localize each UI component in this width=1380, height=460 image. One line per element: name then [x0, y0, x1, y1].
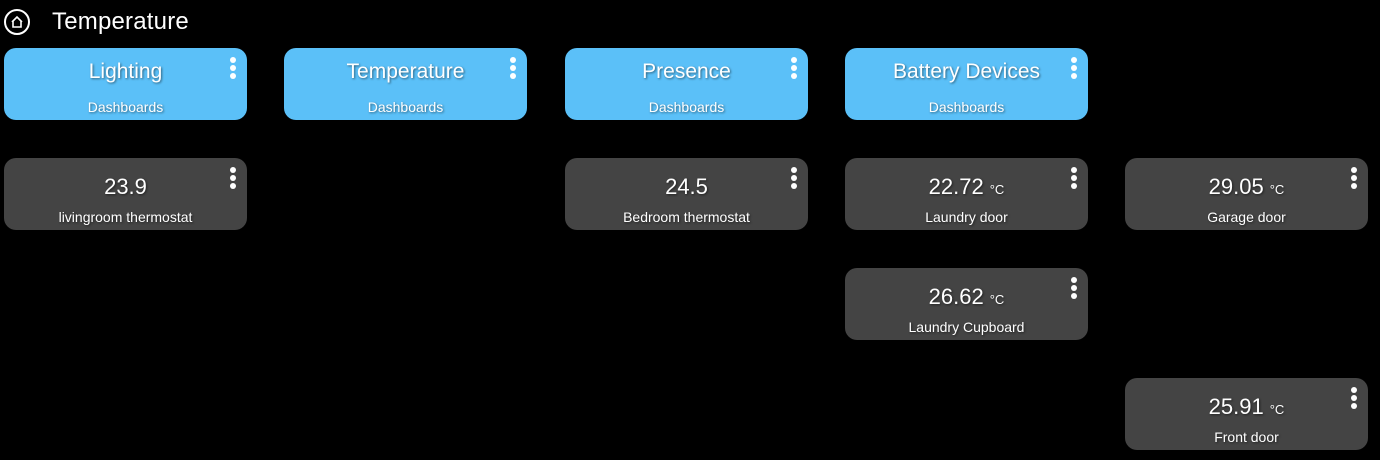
sensor-unit: °C: [989, 182, 1005, 197]
more-options-icon[interactable]: [1350, 166, 1358, 190]
sensor-card-bedroom[interactable]: 24.5 Bedroom thermostat: [565, 158, 808, 230]
sensor-value: 23.9: [104, 174, 147, 199]
card-title: Temperature: [346, 60, 465, 83]
more-options-icon[interactable]: [509, 56, 517, 80]
sensor-card-front-door[interactable]: 25.91 °C Front door: [1125, 378, 1368, 450]
more-options-icon[interactable]: [790, 166, 798, 190]
nav-card-presence[interactable]: Presence Dashboards: [565, 48, 808, 120]
sensor-name: Bedroom thermostat: [623, 209, 750, 225]
sensor-card-garage-door[interactable]: 29.05 °C Garage door: [1125, 158, 1368, 230]
sensor-value: 26.62: [928, 284, 984, 309]
nav-card-lighting[interactable]: Lighting Dashboards: [4, 48, 247, 120]
sensor-name: Garage door: [1207, 209, 1286, 225]
card-subtitle: Dashboards: [648, 99, 725, 115]
more-options-icon[interactable]: [790, 56, 798, 80]
sensor-name: Laundry Cupboard: [908, 319, 1025, 335]
card-subtitle: Dashboards: [367, 99, 444, 115]
sensor-unit: °C: [989, 292, 1005, 307]
sensor-card-laundry-cupboard[interactable]: 26.62 °C Laundry Cupboard: [845, 268, 1088, 340]
more-options-icon[interactable]: [1070, 56, 1078, 80]
header: Temperature: [4, 6, 189, 38]
more-options-icon[interactable]: [1070, 276, 1078, 300]
sensor-value: 25.91: [1208, 394, 1264, 419]
sensor-name: livingroom thermostat: [58, 209, 193, 225]
card-subtitle: Dashboards: [928, 99, 1005, 115]
sensor-name: Laundry door: [925, 209, 1008, 225]
more-options-icon[interactable]: [1350, 386, 1358, 410]
sensor-name: Front door: [1214, 429, 1279, 445]
card-title: Lighting: [88, 60, 163, 83]
card-title: Battery Devices: [892, 60, 1041, 83]
more-options-icon[interactable]: [229, 166, 237, 190]
card-title: Presence: [642, 60, 731, 83]
sensor-unit: °C: [1269, 402, 1285, 417]
nav-card-battery-devices[interactable]: Battery Devices Dashboards: [845, 48, 1088, 120]
more-options-icon[interactable]: [229, 56, 237, 80]
page-title: Temperature: [52, 8, 189, 35]
sensor-card-laundry-door[interactable]: 22.72 °C Laundry door: [845, 158, 1088, 230]
sensor-card-livingroom[interactable]: 23.9 livingroom thermostat: [4, 158, 247, 230]
card-subtitle: Dashboards: [87, 99, 164, 115]
sensor-value: 29.05: [1208, 174, 1264, 199]
sensor-value: 24.5: [665, 174, 708, 199]
home-icon[interactable]: [4, 9, 30, 35]
sensor-value: 22.72: [928, 174, 984, 199]
nav-card-temperature[interactable]: Temperature Dashboards: [284, 48, 527, 120]
more-options-icon[interactable]: [1070, 166, 1078, 190]
sensor-unit: °C: [1269, 182, 1285, 197]
